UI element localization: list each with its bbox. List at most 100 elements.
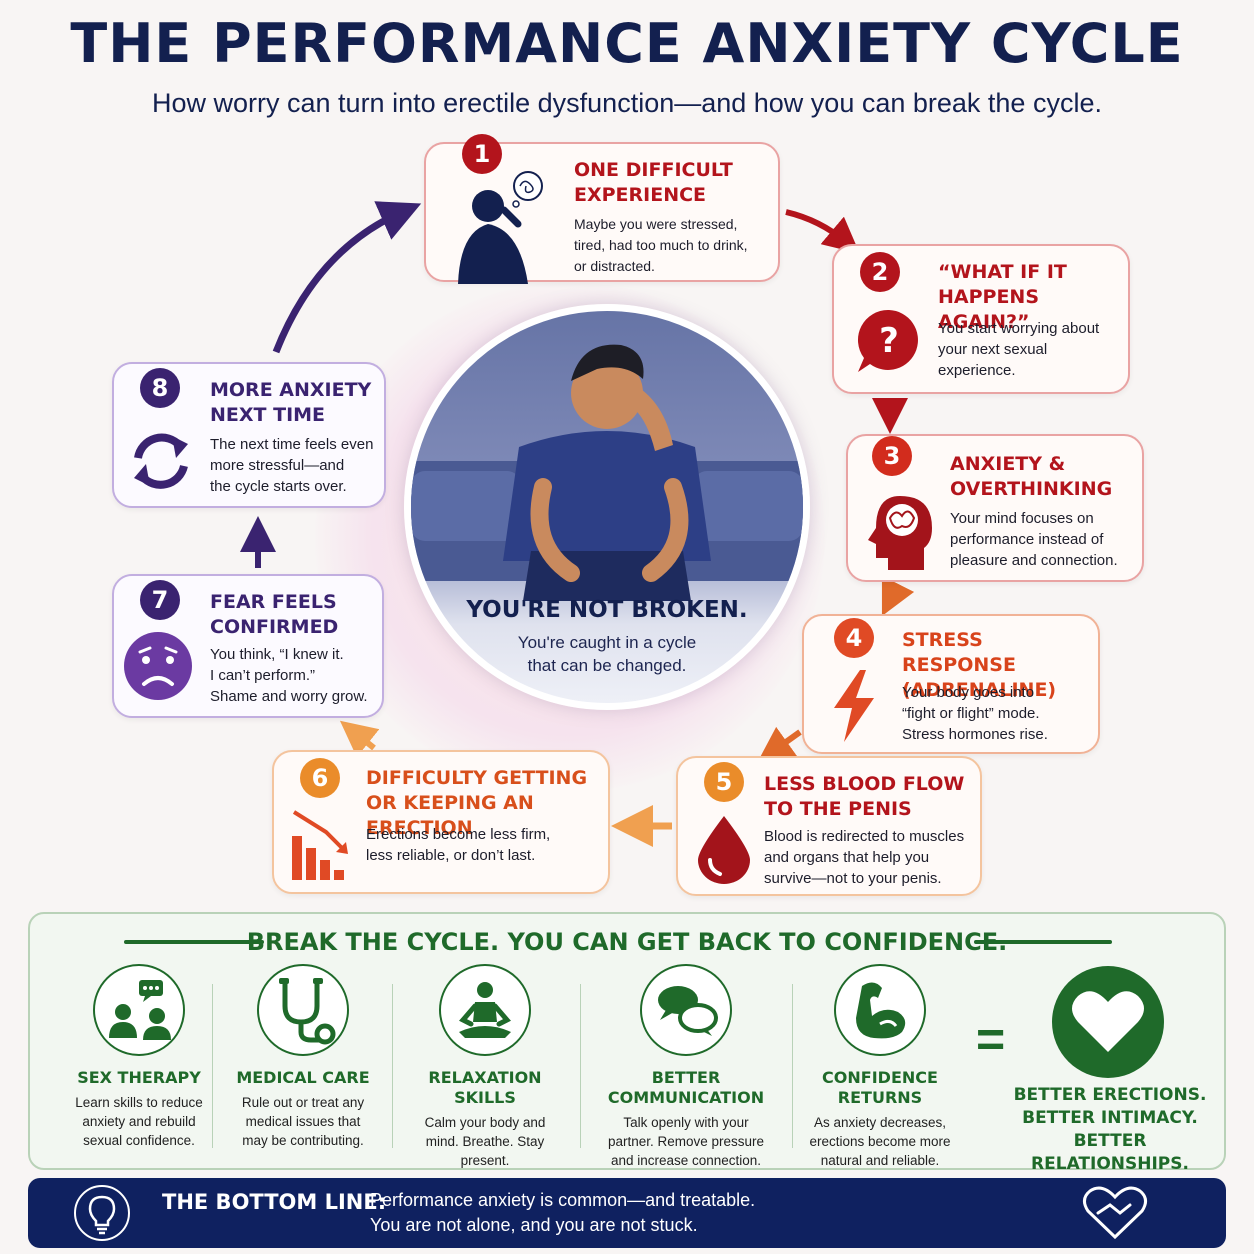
step-title-line: FEAR FEELS — [210, 591, 337, 613]
step-title-line: NEXT TIME — [210, 404, 326, 426]
result-line: BETTER RELATIONSHIPS. — [1031, 1131, 1189, 1174]
solution-divider — [580, 984, 581, 1148]
step-description-line: less reliable, or don’t last. — [366, 847, 536, 864]
step-description: Erections become less firm, less reliabl… — [366, 824, 550, 866]
solution-title-line: COMMUNICATION — [607, 1088, 765, 1107]
brain-head-icon — [868, 496, 932, 570]
solution-description-line: erections become more — [809, 1134, 951, 1149]
solution-description-line: Learn skills to reduce — [75, 1095, 203, 1110]
solution-icon-circle — [640, 964, 732, 1056]
step-number-badge: 6 — [300, 758, 340, 798]
step-description-line: and organs that help you — [764, 849, 930, 866]
step-title: DIFFICULTY GETTING OR KEEPING AN ERECTIO… — [366, 766, 608, 841]
step-description-line: Erections become less firm, — [366, 826, 551, 843]
arrow-6-to-7 — [339, 720, 380, 758]
title-divider-left — [124, 940, 264, 944]
solution-confidence-returns: CONFIDENCE RETURNS As anxiety decreases,… — [800, 964, 960, 1170]
step-title: STRESS RESPONSE (ADRENALINE) — [902, 628, 1098, 703]
solution-description-line: partner. Remove pressure — [607, 1134, 765, 1149]
step-description-line: survive—not to your penis. — [764, 870, 942, 887]
equals-sign: = — [976, 1011, 1006, 1067]
declining-chart-icon — [292, 810, 348, 880]
step-7-card: 7 FEAR FEELS CONFIRMED You think, “I kne… — [112, 574, 384, 718]
step-description: The next time feels even more stressful—… — [210, 434, 373, 497]
step-title-line: ANXIETY & — [950, 453, 1066, 475]
cycle-arrows — [240, 201, 915, 847]
step-title: MORE ANXIETY NEXT TIME — [210, 378, 371, 428]
meditation-icon — [459, 982, 511, 1038]
step-title-line: DIFFICULTY GETTING — [366, 767, 588, 789]
solution-icon-circle — [93, 964, 185, 1056]
step-description: Your mind focuses on performance instead… — [950, 508, 1118, 571]
solution-description: Talk openly with your partner. Remove pr… — [596, 1113, 776, 1170]
step-6-card: 6 DIFFICULTY GETTING OR KEEPING AN ERECT… — [272, 750, 610, 894]
solution-title: SEX THERAPY — [54, 1068, 224, 1088]
step-description: Your body goes into “fight or flight” mo… — [902, 682, 1048, 745]
solution-divider — [792, 984, 793, 1148]
step-description-line: Your mind focuses on — [950, 510, 1094, 527]
step-number-badge: 5 — [704, 762, 744, 802]
heart-icon — [1072, 991, 1144, 1052]
break-the-cycle-panel: BREAK THE CYCLE. YOU CAN GET BACK TO CON… — [28, 912, 1226, 1174]
step-1-card: 1 ONE DIFFICULT EXPERIENCE Maybe you wer… — [424, 134, 780, 284]
arrow-3-to-4 — [881, 575, 915, 617]
result-text: BETTER ERECTIONS. BETTER INTIMACY. BETTE… — [1002, 1084, 1218, 1176]
sad-face-icon — [124, 632, 192, 700]
step-description-line: the cycle starts over. — [210, 478, 347, 495]
solution-divider — [212, 984, 213, 1148]
heart-badge — [1052, 966, 1164, 1078]
cycle-arrows-icon — [134, 433, 188, 489]
solution-description: Rule out or treat any medical issues tha… — [228, 1093, 378, 1150]
solution-icon-circle — [257, 964, 349, 1056]
step-title: “WHAT IF IT HAPPENS AGAIN?” — [938, 260, 1128, 335]
step-description-line: I can’t perform.” — [210, 667, 316, 684]
step-title-line: ONE DIFFICULT — [574, 159, 733, 181]
solution-description-line: Calm your body and — [424, 1115, 546, 1130]
step-5-card: 5 LESS BLOOD FLOW TO THE PENIS Blood is … — [676, 756, 982, 896]
step-3-card: 3 ANXIETY & OVERTHINKING Your mind focus… — [846, 434, 1144, 582]
solution-title-line: MEDICAL CARE — [236, 1068, 370, 1087]
step-2-card: 2 ? “WHAT IF IT HAPPENS AGAIN?” You star… — [832, 244, 1130, 394]
svg-text:?: ? — [879, 321, 899, 361]
result-line: BETTER INTIMACY. — [1022, 1108, 1198, 1128]
result-line: BETTER ERECTIONS. — [1013, 1085, 1207, 1105]
bottom-line-sentence: You are not alone, and you are not stuck… — [370, 1215, 698, 1235]
step-description: You start worrying about your next sexua… — [938, 318, 1099, 381]
step-title-line: HAPPENS AGAIN?” — [938, 286, 1040, 333]
lightning-icon — [834, 670, 874, 742]
blood-drop-icon — [698, 816, 750, 884]
step-title-line: STRESS RESPONSE — [902, 629, 1016, 676]
step-title-line: LESS BLOOD FLOW — [764, 773, 965, 795]
step-description-line: pleasure and connection. — [950, 552, 1118, 569]
solution-title: BETTER COMMUNICATION — [596, 1068, 776, 1108]
solution-description-line: As anxiety decreases, — [813, 1115, 947, 1130]
lightbulb-icon — [74, 1185, 130, 1241]
step-description-line: The next time feels even — [210, 436, 374, 453]
step-title-line: EXPERIENCE — [574, 184, 707, 206]
step-description-line: or distracted. — [574, 258, 655, 274]
step-title-line: MORE ANXIETY — [210, 379, 372, 401]
step-4-card: 4 STRESS RESPONSE (ADRENALINE) Your body… — [802, 614, 1100, 754]
solution-description-line: may be contributing. — [242, 1133, 364, 1148]
solution-description-line: Talk openly with your — [623, 1115, 749, 1130]
center-body-line: that can be changed. — [527, 656, 687, 675]
solution-title: CONFIDENCE RETURNS — [800, 1068, 960, 1108]
step-description-line: You start worrying about — [938, 320, 1100, 337]
solution-icon-circle — [439, 964, 531, 1056]
solution-description-line: and increase connection. — [610, 1153, 762, 1168]
step-title: FEAR FEELS CONFIRMED — [210, 590, 338, 640]
step-description: Maybe you were stressed, tired, had too … — [574, 214, 748, 277]
solution-sex-therapy: SEX THERAPY Learn skills to reduce anxie… — [54, 964, 224, 1150]
step-description: You think, “I knew it. I can’t perform.”… — [210, 644, 368, 707]
solution-divider — [392, 984, 393, 1148]
solution-title: MEDICAL CARE — [228, 1068, 378, 1088]
step-description-line: performance instead of — [950, 531, 1104, 548]
step-title-line: OR KEEPING AN ERECTION — [366, 792, 534, 839]
solution-relaxation-skills: RELAXATION SKILLS Calm your body and min… — [410, 964, 560, 1170]
step-number-badge: 8 — [140, 368, 180, 408]
bottom-line-label: THE BOTTOM LINE: — [162, 1190, 387, 1214]
center-body-text: You're caught in a cycle that can be cha… — [411, 631, 803, 677]
step-number-badge: 2 — [860, 252, 900, 292]
stressed-person-icon — [458, 171, 543, 284]
arrow-1-to-2 — [785, 209, 860, 254]
